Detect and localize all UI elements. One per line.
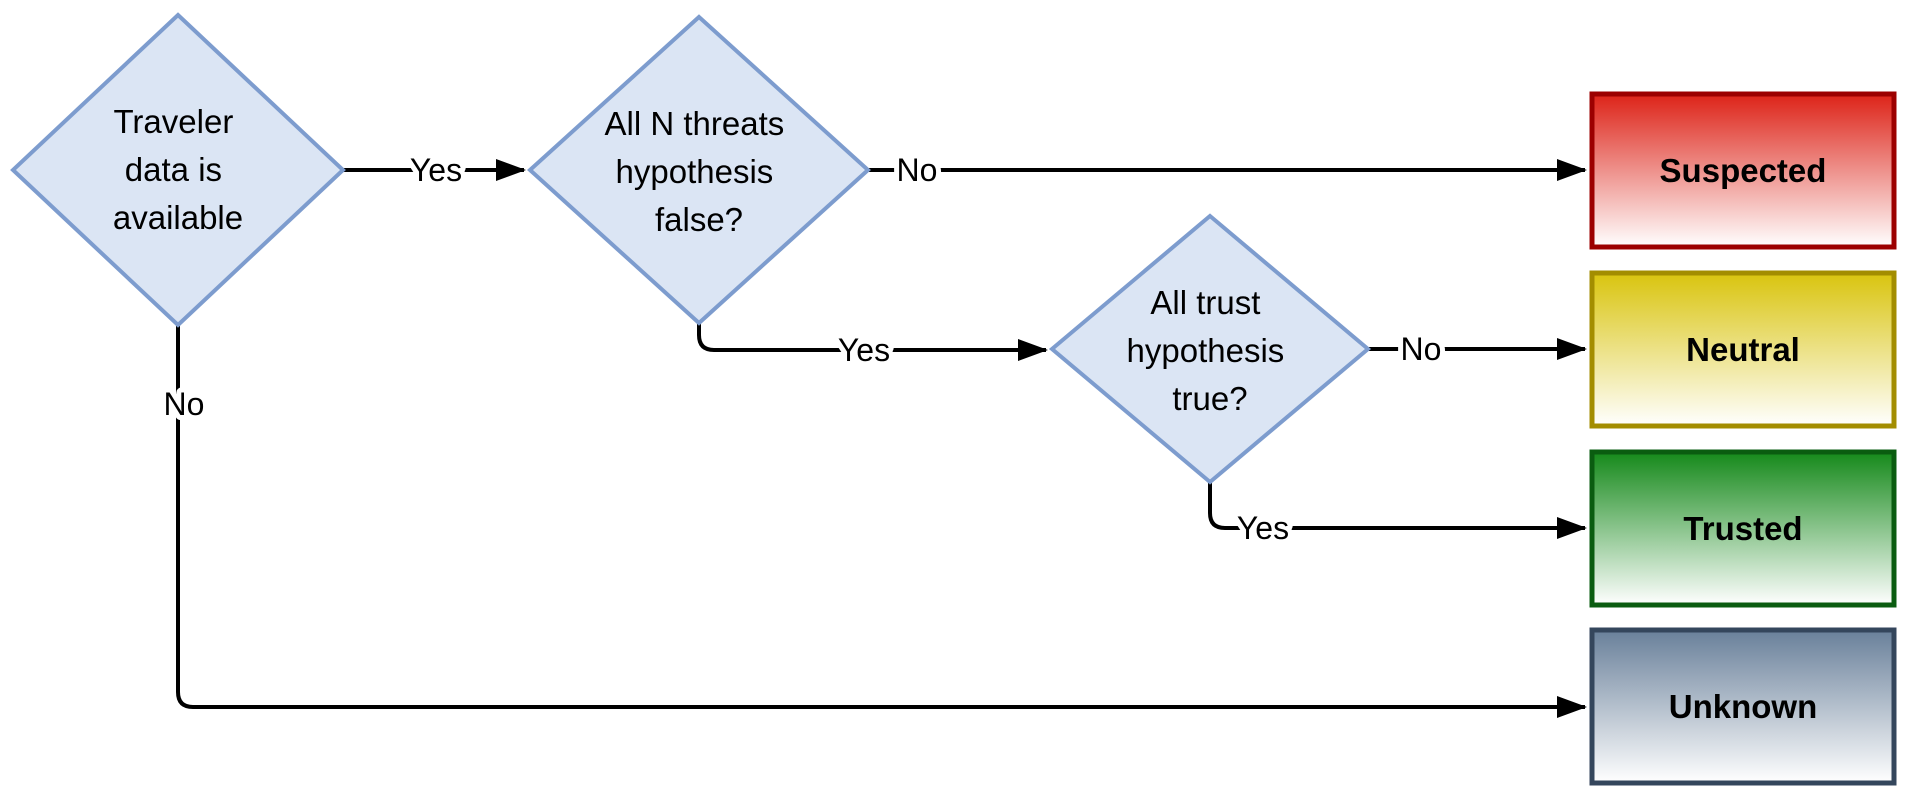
edge-label-no-3: No [164,386,205,422]
outcome-suspected-label: Suspected [1660,152,1827,189]
decision-all-n-threats-hypothesis-false-label: All N threats hypothesis false? [605,105,794,238]
outcome-trusted-box [1589,449,1897,608]
outcome-trusted-label: Trusted [1683,510,1802,547]
decision-traveler-data-available [10,12,346,328]
decision-all-trust-hypothesis-true [1048,213,1372,485]
edge-label-yes-1: Yes [410,152,462,188]
edge-label-no-1: No [897,152,938,188]
edge-label-yes-3: Yes [1237,510,1289,546]
edge-label-no-2: No [1401,331,1442,367]
outcome-unknown-box [1589,627,1897,786]
edge-trust-yes-to-trusted [1208,482,1587,539]
decision-traveler-data-available-label: Traveler data is available [113,103,243,236]
outcome-neutral-label: Neutral [1686,331,1800,368]
edge-traveler-no-to-unknown [176,325,1587,718]
outcome-suspected-box [1589,91,1897,250]
outcome-unknown-label: Unknown [1669,688,1817,725]
decision-all-trust-hypothesis-true-label: All trust hypothesis true? [1127,284,1294,417]
outcome-neutral-box [1589,270,1897,429]
decision-all-n-threats-hypothesis-false [527,14,871,326]
edge-threats-yes-to-trust [697,323,1048,361]
edge-label-yes-2: Yes [838,332,890,368]
